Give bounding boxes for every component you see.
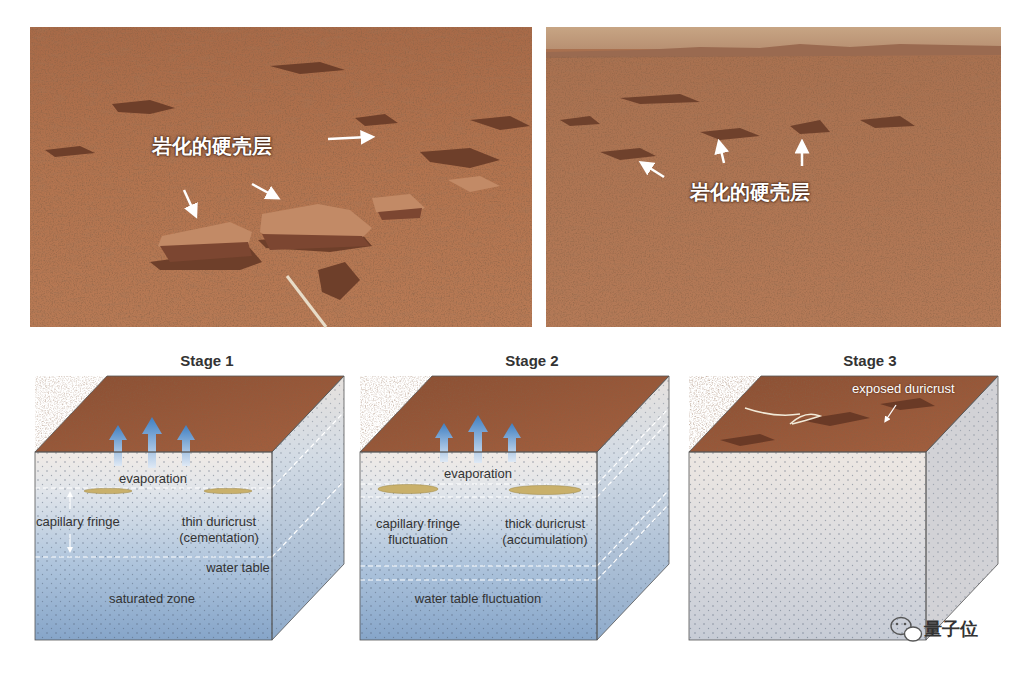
zone-label: capillary fringe <box>36 514 146 530</box>
stage-title: Stage 1 <box>147 352 267 370</box>
stage-block: Stage 3 exposed duricrust <box>684 346 1004 644</box>
process-label: evaporation <box>103 471 203 487</box>
stage-block: Stage 1 evaporation capillary fringe thin d… <box>30 346 350 644</box>
stage-title: Stage 2 <box>472 352 592 370</box>
photo-left <box>30 27 532 327</box>
layer-label: thin duricrust (cementation) <box>165 514 273 545</box>
callout-label: exposed duricrust <box>852 381 972 397</box>
photo-right <box>546 27 1001 327</box>
stage-block: Stage 2 evaporation capillary fringe fluct… <box>355 346 675 644</box>
photo-panel: 岩化的硬壳层 <box>30 27 532 327</box>
zone-label: water table fluctuation <box>383 591 573 607</box>
photo-panel: 岩化的硬壳层 <box>546 27 1001 327</box>
block-stage-1 <box>35 376 344 640</box>
layer-label: thick duricrust (accumulation) <box>489 516 601 547</box>
zone-label: capillary fringe fluctuation <box>361 516 475 547</box>
watermark-icon <box>891 618 922 642</box>
process-label: evaporation <box>428 466 528 482</box>
block-stage-2 <box>360 376 669 640</box>
stage-title: Stage 3 <box>810 352 930 370</box>
zone-label: water table <box>193 560 283 576</box>
watermark: 量子位 <box>924 619 1004 641</box>
photo-label: 岩化的硬壳层 <box>665 180 835 204</box>
photo-label: 岩化的硬壳层 <box>127 134 297 158</box>
block-stage-3 <box>689 376 998 640</box>
zone-label: saturated zone <box>87 591 217 607</box>
